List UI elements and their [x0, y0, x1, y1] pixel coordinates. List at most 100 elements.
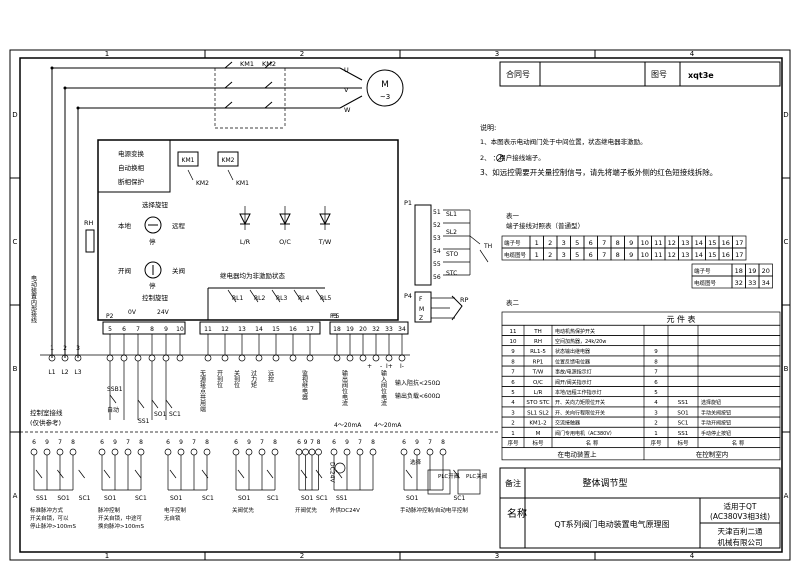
protection-line-2: 自动换相: [118, 163, 145, 172]
terminal-table-value: 14: [695, 251, 703, 259]
component-right-seq: 8: [654, 359, 658, 365]
potentiometer-rp-icon: [431, 295, 463, 321]
terminal-table-value: 5: [575, 251, 579, 259]
applicable-line-1: 适用于QT: [724, 501, 757, 511]
component-code: SL1 SL2: [527, 410, 549, 416]
terminal-table-value: 9: [629, 251, 633, 259]
component-name: 阀门专用电机（AC380V）: [555, 430, 615, 437]
p3-pin-15: 15: [272, 326, 280, 333]
panel-caption: 外供DC24V: [330, 506, 360, 514]
terminal-table-value: 10: [641, 251, 649, 259]
control-title: 控制旋钮: [142, 293, 169, 302]
component-right-code: SS1: [678, 431, 688, 437]
panel-button-contact: [201, 469, 209, 479]
frame-col-ticks: [10, 50, 790, 560]
outer-frame: [9, 49, 791, 561]
input-impedance: 输入阻抗<250Ω: [395, 379, 440, 387]
component-right-seq: 6: [654, 380, 658, 386]
terminal-table-value: 3: [562, 251, 566, 259]
table1-subtitle: 端子接线对照表（普通型）: [506, 221, 584, 230]
contactor-km2-label: KM2: [262, 60, 276, 68]
terminal-table-extra-cell: [758, 275, 773, 289]
potentiometer-label: RP: [460, 296, 469, 304]
component-right-seq: 1: [654, 431, 658, 437]
drawing-no-label: 图号: [651, 70, 667, 79]
panel-button-contact: [103, 469, 111, 479]
p5-label: P5: [332, 313, 340, 320]
p5-pin-32: 32: [372, 326, 380, 333]
control-knob-icon: [144, 261, 162, 279]
panel-caption: 无自锁: [164, 514, 181, 522]
terminal-table-value: 2: [548, 239, 552, 247]
panel-extra-label: 选择: [410, 458, 422, 466]
terminal-table-cell: [732, 247, 747, 261]
terminal-table-row-label: 端子号: [504, 239, 521, 247]
relay-rl4: RL4: [298, 295, 310, 302]
component-table-row: [501, 324, 781, 336]
panel-terminal-number: 9: [415, 439, 419, 446]
panel-terminal-number: 8: [317, 439, 321, 446]
panel-button-label: SO1: [170, 495, 183, 502]
panel-terminal-icon: [343, 448, 351, 456]
col-mark-3: 3: [495, 50, 499, 58]
component-seq: 7: [511, 370, 515, 376]
switch-stc: STC: [446, 270, 457, 277]
row-mark-b-right: B: [784, 365, 789, 373]
panel-caption: 开关自锁，中途可: [98, 514, 143, 522]
terminal-table-extra-value: 32: [735, 279, 743, 287]
indicator-lamps: [239, 206, 331, 230]
panel-terminal-number: 7: [58, 439, 62, 446]
relay-box-km2-label: KM2: [222, 157, 235, 164]
analog-out-label: 输出阀位电流: [341, 369, 348, 407]
component-table-row: [501, 375, 781, 387]
p4-block: [414, 291, 432, 323]
name-label: 名称: [507, 507, 527, 520]
panel-button-contact: [335, 469, 343, 479]
p1-label: P1: [404, 199, 412, 207]
panel-terminal-number: 8: [371, 439, 375, 446]
terminal-table-value: 7: [602, 251, 606, 259]
p2-pin-6: 6: [122, 326, 126, 333]
relay-rl5: RL5: [320, 295, 332, 302]
panel-terminal-number: 9: [304, 439, 308, 446]
panel-terminal-number: 8: [205, 439, 209, 446]
panel-button-label: SC1: [316, 495, 328, 502]
component-code: STO STC: [526, 400, 549, 406]
panel-caption: 标准脉冲方式: [30, 506, 64, 514]
lamp-lr: L/R: [240, 238, 251, 246]
p1-pin-56: 56: [433, 274, 441, 281]
component-seq: 9: [511, 349, 515, 355]
main-terminal-1: 1: [50, 345, 54, 352]
panel-caption: 手动脉冲控制/自动电平控制: [400, 506, 468, 514]
panel-button-label: SO1: [57, 495, 70, 502]
component-code: RL1-5: [530, 349, 546, 355]
panel-button-contact: [134, 469, 142, 479]
component-name: 阀开/阀关指示灯: [555, 379, 592, 386]
selector-title: 选择旋钮: [142, 200, 169, 209]
panel-button-label: SO1: [406, 495, 419, 502]
panel-terminal-icon: [426, 448, 434, 456]
terminal-table-extra-value: 34: [762, 279, 770, 287]
p3-label: P3: [330, 313, 338, 320]
component-right-seq: 5: [654, 390, 658, 396]
component-table-row: [501, 426, 781, 438]
panel-button-contact: [453, 469, 460, 479]
note-2: 2、 ：用户接线端子。: [480, 153, 545, 162]
p5-sign-iplus: I+: [386, 363, 393, 370]
terminal-table-value: 13: [681, 239, 689, 247]
switch-sl2: SL2: [446, 229, 457, 236]
panel-button-label: SC1: [202, 495, 214, 502]
panel-button-label: SO1: [238, 495, 251, 502]
heater-label: RH: [84, 219, 94, 227]
dc-supply-label: DC24V: [329, 462, 336, 483]
switch-th: TH: [483, 243, 492, 250]
p3-pin-13: 13: [238, 326, 246, 333]
p2-0v: 0V: [128, 309, 137, 316]
component-table-row: [501, 355, 781, 367]
